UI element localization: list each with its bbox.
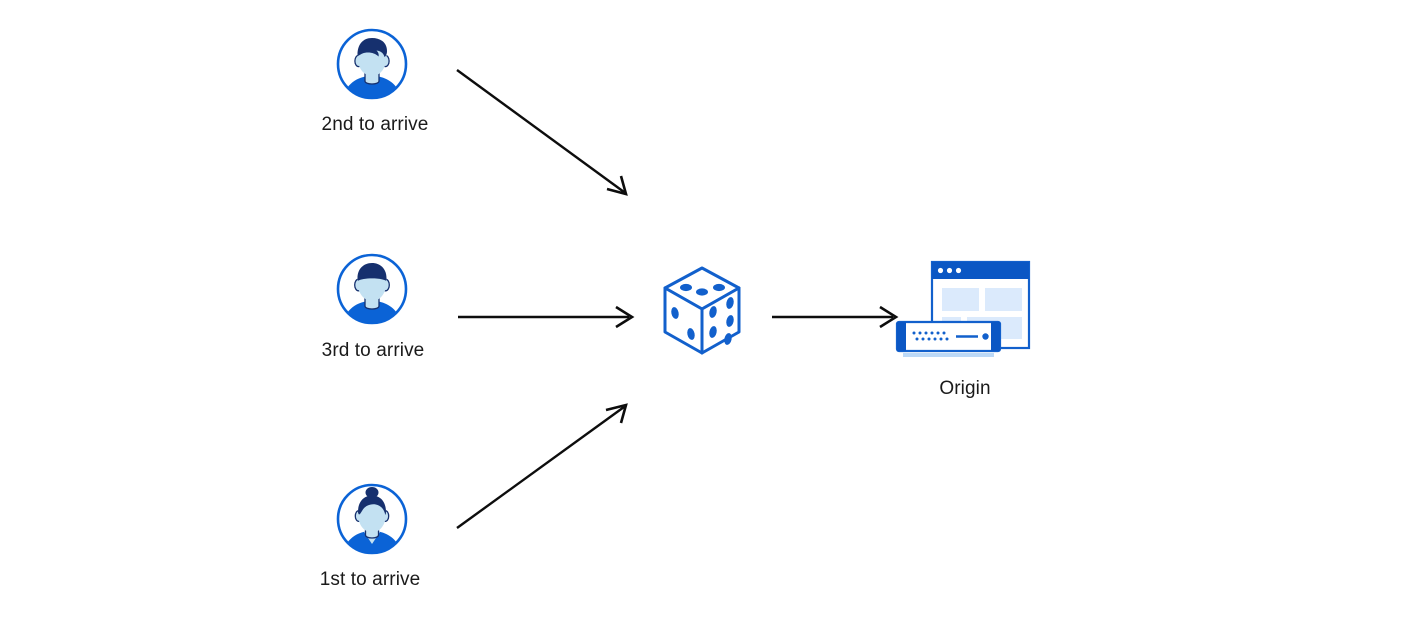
router-device-icon [895, 320, 1002, 357]
user-avatar-icon [334, 26, 410, 102]
dice-icon [657, 262, 747, 362]
node-label-client-3rd: 3rd to arrive [321, 340, 425, 361]
arrow-1st-to-dice [456, 403, 628, 529]
node-label-origin: Origin [939, 378, 991, 399]
user-avatar-icon [334, 251, 410, 327]
arrow-dice-to-origin [772, 305, 899, 329]
arrow-3rd-to-dice [458, 305, 635, 329]
origin-server-icon [893, 258, 1043, 368]
node-label-client-1st: 1st to arrive [319, 569, 421, 590]
node-label-client-2nd: 2nd to arrive [321, 114, 429, 135]
user-avatar-icon [334, 481, 410, 557]
